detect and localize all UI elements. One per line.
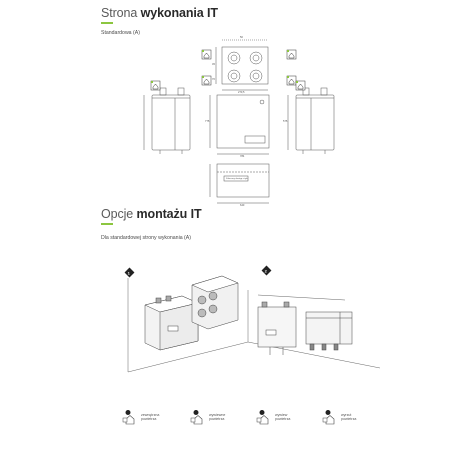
legend-item-c: wywiew powietrza [256, 410, 290, 431]
section1-title-light: Strona [101, 6, 138, 20]
svg-text:2: 2 [265, 269, 268, 274]
dim-offset-2: 45 [212, 62, 215, 66]
section1-subtitle: Standardowa (A) [101, 30, 140, 36]
unit-1-front [144, 295, 199, 351]
section1-accent [101, 22, 113, 24]
mounting-illustration: 1 2 [124, 265, 381, 373]
unit-2-front [257, 301, 297, 355]
right-side-view [295, 94, 335, 151]
port-b [249, 51, 263, 65]
dimension-drawing: 50 270,5 775 784 575 640 45 70 Zalecany … [143, 35, 335, 207]
port-c [227, 69, 241, 83]
legend-item-b: wywiewne powietrza [190, 410, 225, 431]
section2-subtitle: Dla standardowej strony wykonania (A) [101, 235, 191, 241]
legend-item-a: zewnętrzna powietrza [122, 410, 159, 431]
dim-bottom-width: 784 [240, 154, 245, 158]
house-icon [201, 49, 212, 60]
dim-top-offset: 50 [240, 35, 243, 39]
house-b-icon [190, 410, 203, 425]
step-2-marker [261, 265, 272, 276]
legend-text-a: zewnętrzna powietrza [141, 413, 160, 422]
port-a [227, 51, 241, 65]
step-markers: 1 2 [124, 265, 272, 278]
house-icon [286, 49, 297, 60]
house-icon [150, 80, 161, 91]
dim-top-width: 270,5 [238, 90, 245, 94]
house-a-icon [122, 410, 135, 425]
left-side-view [151, 94, 191, 151]
svg-text:1: 1 [128, 271, 131, 276]
house-icon [295, 80, 306, 91]
wall-edges [127, 278, 249, 373]
section1-title-bold: wykonania IT [140, 6, 218, 20]
house-icon [286, 75, 297, 86]
house-icon [201, 75, 212, 86]
legend-text-d: wyrzut powietrza [341, 413, 357, 422]
legend-text-c: wywiew powietrza [275, 413, 291, 422]
section2-title: Opcje montażu IT [101, 207, 202, 221]
top-view [221, 46, 269, 85]
bottom-view [216, 163, 270, 198]
dim-total-width: 640 [240, 203, 245, 207]
legend: zewnętrzna powietrza wywiewne powietrza … [0, 410, 450, 434]
unit-1-back [191, 275, 239, 330]
house-d-icon [322, 410, 335, 425]
section1-title: Strona wykonania IT [101, 6, 218, 20]
section2-title-bold: montażu IT [136, 207, 202, 221]
section2-accent [101, 223, 113, 225]
inset-label: Zalecany dostęp z tyłu [226, 177, 249, 180]
dim-offset-3: 70 [212, 77, 215, 81]
dim-side-height: 775 [205, 119, 210, 123]
legend-item-d: wyrzut powietrza [322, 410, 356, 431]
port-d [249, 69, 263, 83]
section2-title-light: Opcje [101, 207, 134, 221]
legend-text-b: wywiewne powietrza [209, 413, 226, 422]
dim-side-depth: 575 [283, 119, 288, 123]
unit-2-side [305, 311, 353, 351]
house-c-icon [256, 410, 269, 425]
front-view [216, 94, 270, 149]
